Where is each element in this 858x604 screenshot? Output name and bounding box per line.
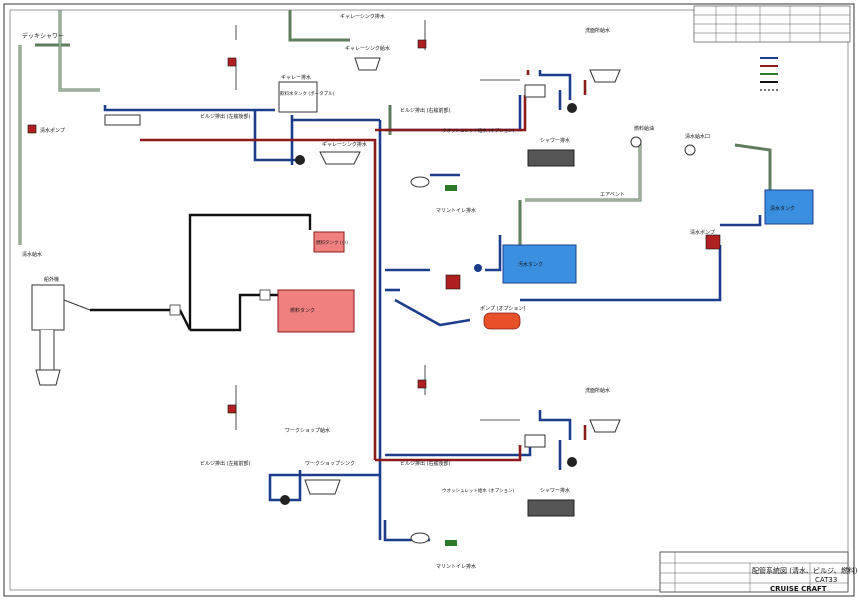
portable-tank-label: 飲料水タンク (ポータブル)	[280, 90, 335, 97]
water-inlet-label: 清水給水口	[685, 133, 710, 140]
fresh-inlet-label: 清水給水	[22, 251, 42, 258]
fresh-tank-right-shape	[764, 189, 814, 225]
bilge-pipe-left-bottom-label: ビルジ排出 (左舷前部)	[200, 460, 251, 467]
fresh-water-pipes	[103, 70, 762, 542]
bilge-pipe-mid-label: ビルジ排出 (右舷前部)	[400, 107, 451, 114]
shower-top-label: ウオッシュレット給水 (オプション)	[442, 127, 515, 134]
fresh-tank-right-label: 清水タンク	[770, 205, 795, 212]
fuel-inlet-label: 燃料給油	[634, 125, 654, 132]
fuel-tank-big-shape	[277, 289, 355, 333]
title-block-frame	[659, 551, 849, 593]
sheet-inner-border	[9, 9, 849, 591]
revision-table	[693, 5, 851, 43]
pump-option-label: ポンプ (オプション)	[480, 305, 525, 312]
engine-drawing	[31, 284, 91, 386]
galley-drain-bottom-label: ギャレーシンク排水	[322, 141, 367, 148]
labels-group: デッキシャワー 清水ポンプ 清水給水 ギャレーシンク排水 ギャレーシンク給水 ギ…	[22, 13, 795, 570]
fuel-lines	[90, 213, 312, 332]
ventilation-label: エアベント	[600, 192, 625, 198]
fuel-tank-small-label: 燃料タンク (小)	[316, 239, 348, 246]
title-block-brand: CRUISE CRAFT	[770, 585, 827, 593]
bilge-pipe-right-bottom-label: ビルジ排出 (右舷後部)	[400, 460, 451, 467]
legend	[760, 57, 778, 91]
galley-tank-label: ギャレー排水	[281, 74, 311, 81]
galley-sink-drain-label: ギャレーシンク排水	[340, 13, 385, 20]
engine-label: 船外機	[44, 276, 59, 283]
bilge-pipe-top-label: ビルジ排出 (左舷後部)	[200, 113, 251, 120]
pumps	[27, 39, 721, 505]
option-pump-shape	[483, 312, 521, 330]
portable-tank-shape	[278, 81, 318, 113]
galley-sink-outlet-label: ギャレーシンク給水	[345, 45, 390, 52]
fittings	[445, 136, 696, 546]
fresh-pump-left-label: 清水ポンプ	[40, 127, 65, 134]
fresh-pump-right-label: 清水ポンプ	[690, 229, 715, 236]
shower-bottom-label: ウオッシュレット給水 (オプション)	[442, 487, 515, 494]
waste-tank-label: 汚水タンク	[518, 261, 543, 268]
marine-toilet-bottom-label: マリントイレ排水	[436, 563, 476, 570]
waste-tank-shape	[502, 244, 577, 284]
shower-drain-top-label: シャワー排水	[540, 137, 570, 144]
sheet-border	[3, 3, 855, 597]
fuel-tank-small-shape	[313, 231, 345, 253]
title-block-number: CAT33	[815, 576, 838, 584]
workshop-drain-label: ワークショップ給水	[285, 427, 330, 434]
shower-unit-bottom-shape	[527, 499, 575, 517]
washbasin-top-label: 洗面所給水	[585, 27, 610, 34]
title-block-title: 配管系統図 (清水、ビルジ、燃料)	[752, 567, 858, 575]
vent-pipes-highlight	[19, 10, 641, 245]
deck-shower-label: デッキシャワー	[22, 32, 64, 40]
drain-pipes	[140, 70, 587, 462]
marine-toilet-top-label: マリントイレ排水	[436, 207, 476, 214]
shower-drain-bottom-label: シャワー排水	[540, 487, 570, 494]
fuel-filters	[169, 289, 271, 316]
shower-unit-top-shape	[527, 149, 575, 167]
sinks	[304, 57, 621, 544]
fuel-tank-big-label: 燃料タンク	[290, 307, 315, 314]
workshop-sink-label: ワークショップシンク	[305, 461, 355, 467]
washbasin-bottom-label: 洗面所給水	[585, 387, 610, 394]
